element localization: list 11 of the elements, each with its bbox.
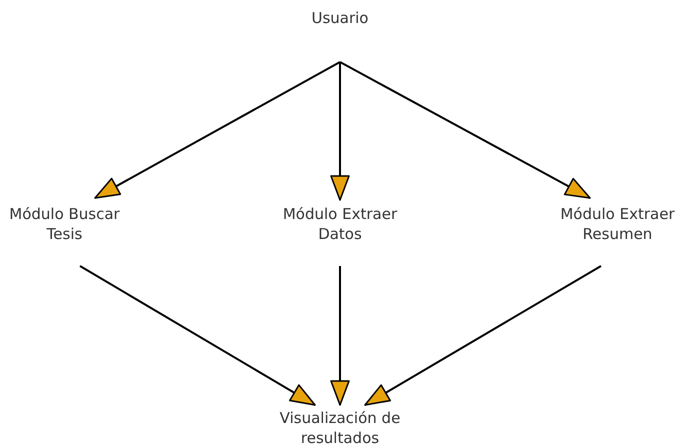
arrow xyxy=(80,265,316,406)
arrow xyxy=(364,265,602,406)
node-label: Módulo Extraer Resumen xyxy=(559,204,676,244)
node-label: Módulo Extraer Datos xyxy=(282,204,398,244)
node-label: Módulo Buscar Tesis xyxy=(8,204,121,244)
arrow xyxy=(94,61,340,199)
node-label: Visualización de resultados xyxy=(278,408,402,448)
arrow xyxy=(330,266,350,406)
arrow xyxy=(340,61,591,199)
node-label: Usuario xyxy=(311,8,368,28)
arrow xyxy=(330,62,350,201)
